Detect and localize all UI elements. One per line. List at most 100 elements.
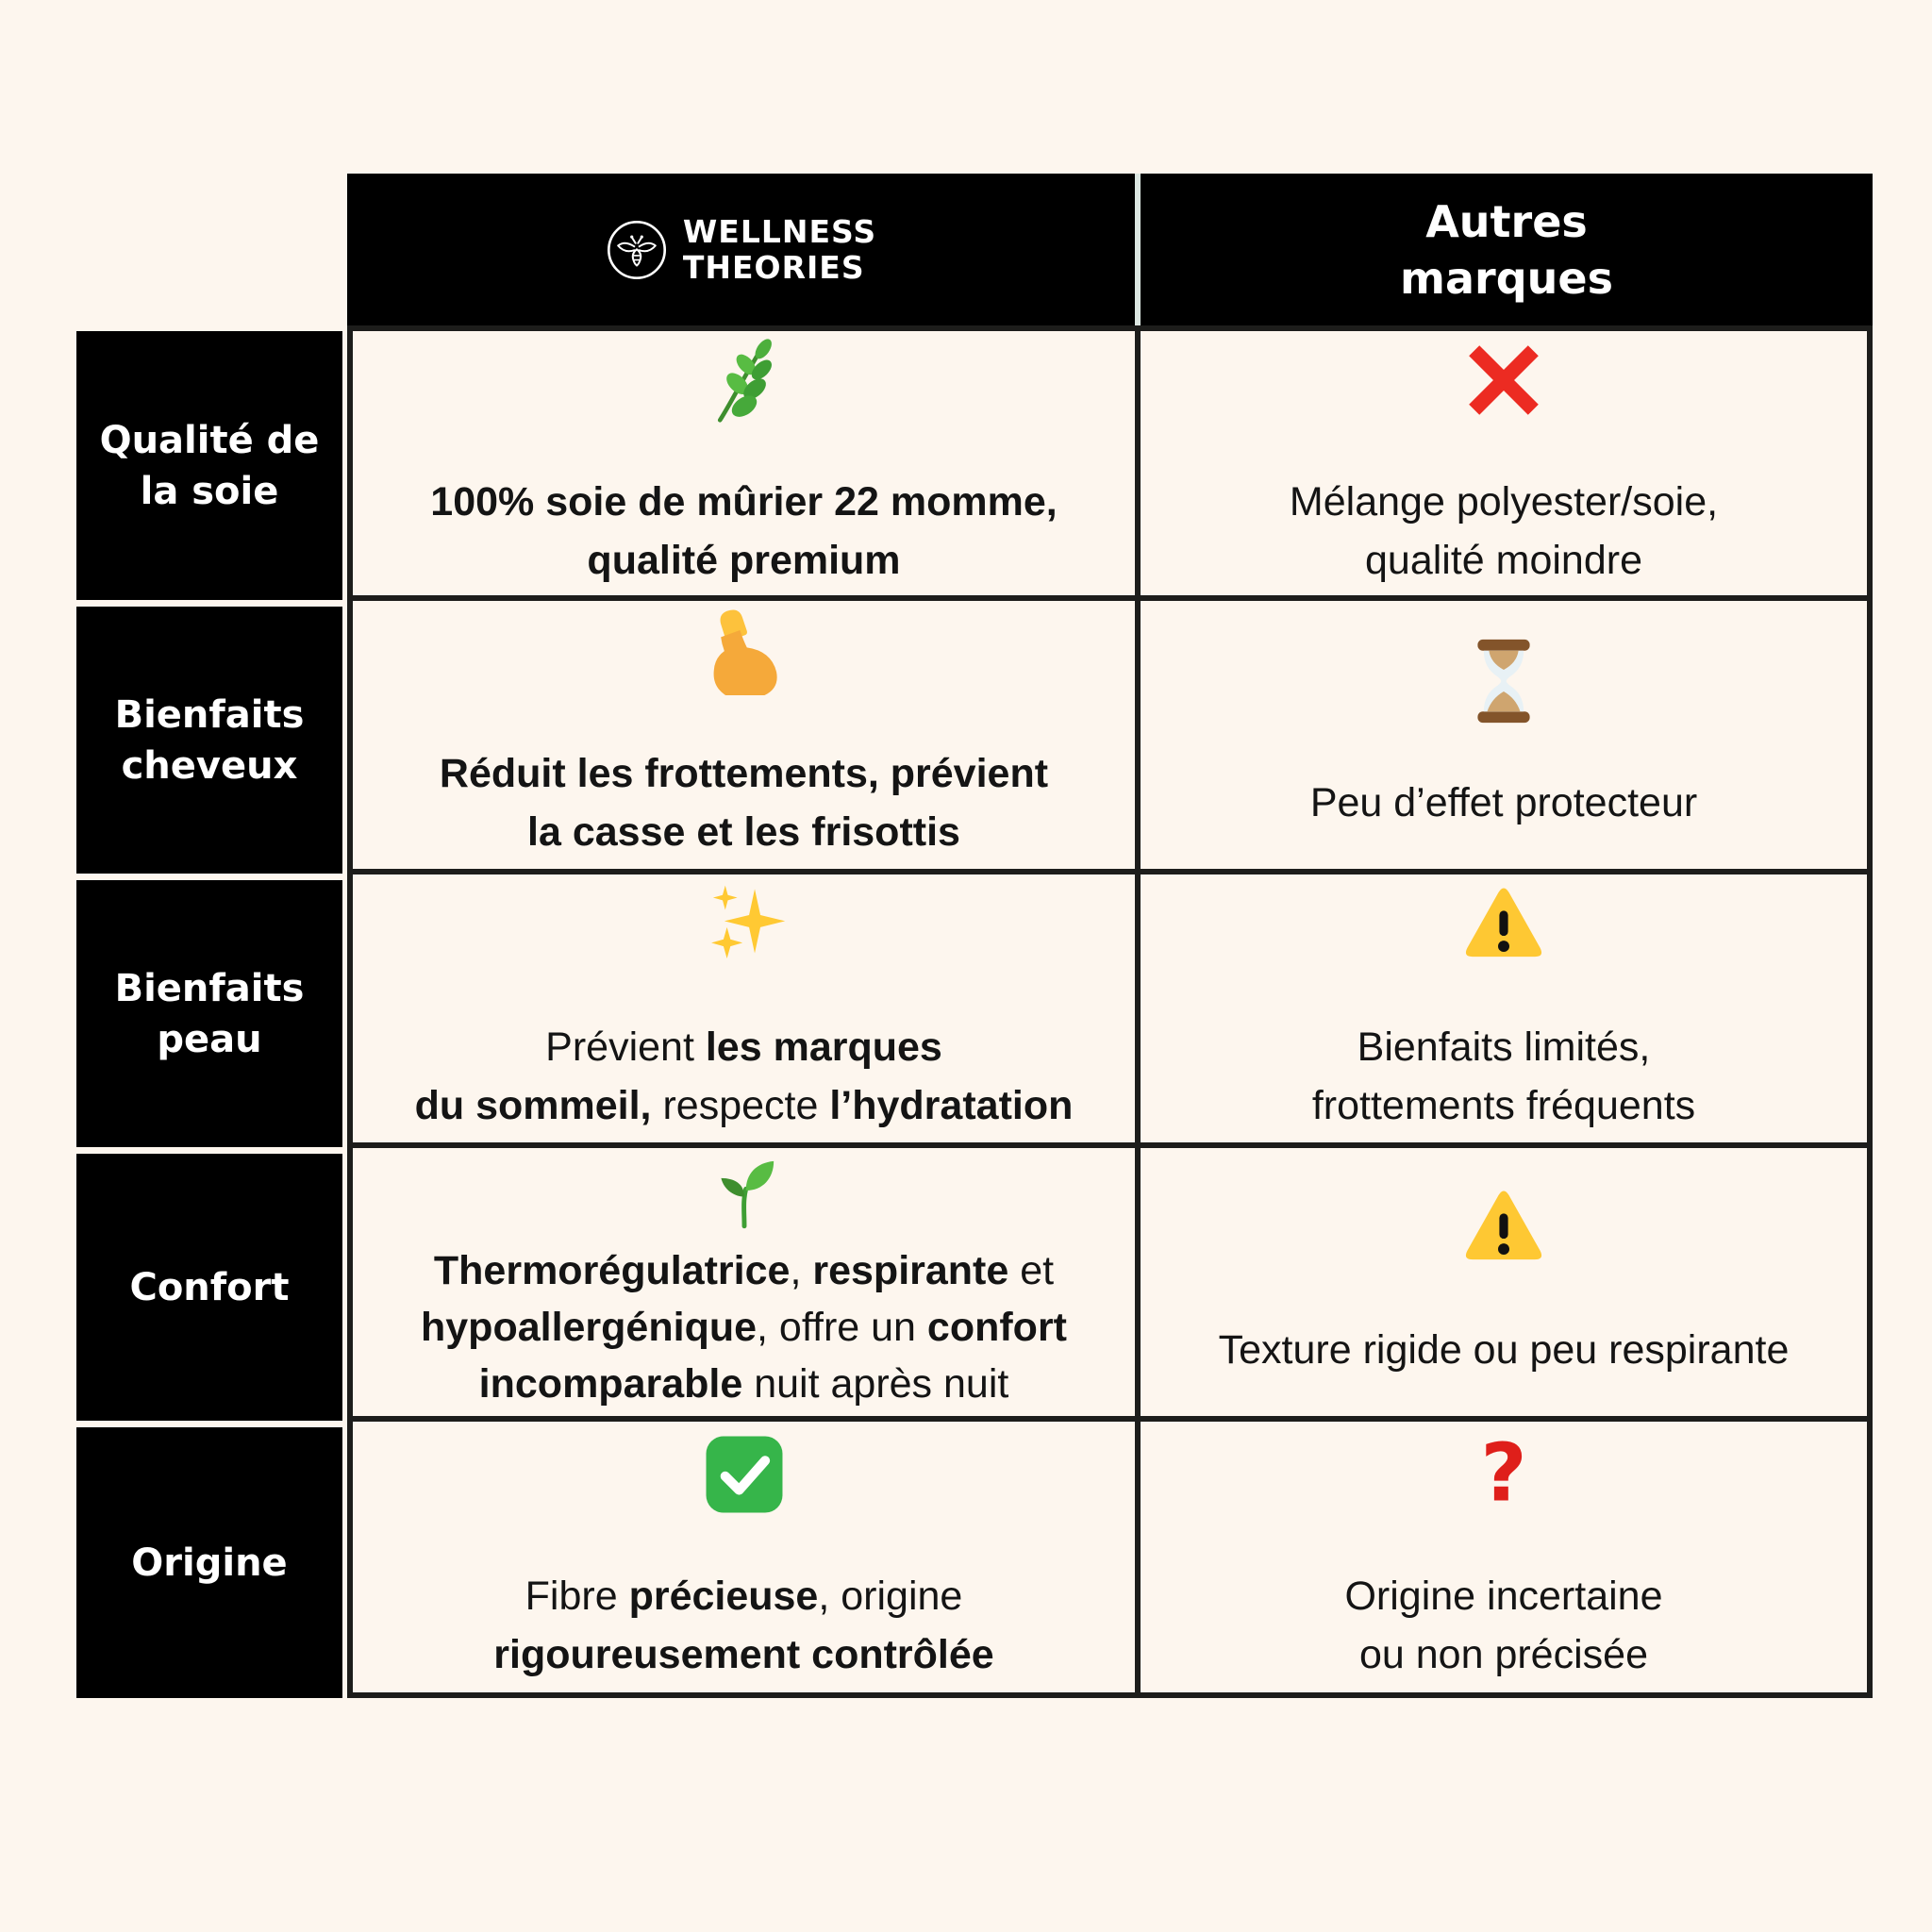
brand-name: WELLNESS THEORIES bbox=[682, 212, 877, 286]
cell-text-segment: Mélange polyester/soie, bbox=[1289, 479, 1719, 525]
cell-text-segment: Prévient bbox=[545, 1024, 706, 1070]
cell-text-segment: qualité moindre bbox=[1364, 538, 1642, 583]
competitor-header-cell: Autres marques bbox=[1141, 174, 1873, 325]
cell-text-line: Bienfaits limités, bbox=[1312, 1018, 1695, 1076]
competitor-cell-text: Texture rigide ou peu respirante bbox=[1219, 1321, 1790, 1379]
table-content-grid: WELLNESS THEORIES Autres marques 100% so… bbox=[347, 174, 1873, 1698]
brand-cell-text: 100% soie de mûrier 22 momme, qualité pre… bbox=[430, 473, 1057, 590]
row-label-line: Origine bbox=[131, 1541, 288, 1585]
sparkles-icon bbox=[701, 882, 788, 969]
cell-text-segment: qualité premium bbox=[587, 538, 901, 583]
question-mark-icon: ? bbox=[1460, 1431, 1547, 1518]
cell-text-segment: hypoallergénique bbox=[421, 1305, 758, 1350]
competitor-cell-row-3: Bienfaits limités, frottements fréquents bbox=[1141, 874, 1873, 1148]
brand-cell-row-2: Réduit les frottements, prévient la casse… bbox=[347, 601, 1141, 874]
cell-text-segment: Thermorégulatrice bbox=[433, 1248, 791, 1293]
herb-icon bbox=[701, 337, 788, 424]
competitor-cell-text: Peu d’effet protecteur bbox=[1310, 774, 1697, 832]
cell-text-segment: 100% soie de mûrier 22 momme, bbox=[430, 479, 1058, 525]
cell-text-segment: nuit après nuit bbox=[742, 1361, 1009, 1407]
cell-text-segment: respirante bbox=[812, 1248, 1009, 1293]
row-label-line: Bienfaits bbox=[114, 966, 305, 1010]
cell-text-line: Texture rigide ou peu respirante bbox=[1219, 1321, 1790, 1379]
cell-text-segment: et bbox=[1008, 1248, 1055, 1293]
cell-text-segment: Origine incertaine bbox=[1344, 1573, 1663, 1619]
cell-text-line: Peu d’effet protecteur bbox=[1310, 774, 1697, 832]
competitor-cell-row-2: Peu d’effet protecteur bbox=[1141, 601, 1873, 874]
cell-text-segment: Texture rigide ou peu respirante bbox=[1218, 1327, 1790, 1373]
cell-text-line: frottements fréquents bbox=[1312, 1076, 1695, 1135]
warning-icon bbox=[1460, 1185, 1547, 1272]
cell-text-segment: Bienfaits limités, bbox=[1357, 1024, 1651, 1070]
cell-text-segment: incomparable bbox=[478, 1361, 743, 1407]
cell-text-segment: Réduit les frottements, prévient bbox=[439, 751, 1049, 796]
label-column-spacer bbox=[76, 174, 342, 331]
competitor-cell-text: Origine incertaine ou non précisée bbox=[1344, 1567, 1662, 1684]
brand-name-line2: THEORIES bbox=[682, 248, 865, 286]
cell-text-segment: précieuse bbox=[628, 1573, 819, 1619]
cell-text-segment: l’hydratation bbox=[829, 1083, 1074, 1128]
row-label-4: Confort bbox=[76, 1154, 342, 1421]
brand-name-line1: WELLNESS bbox=[682, 212, 877, 250]
cell-text-line: rigoureusement contrôlée bbox=[493, 1625, 993, 1684]
cell-text-line: Origine incertaine bbox=[1344, 1567, 1662, 1625]
brand-cell-text: Fibre précieuse, origine rigoureusement c… bbox=[493, 1567, 993, 1684]
competitor-cell-row-4: Texture rigide ou peu respirante bbox=[1141, 1148, 1873, 1422]
cell-text-line: la casse et les frisottis bbox=[440, 803, 1048, 861]
cell-text-line: Mélange polyester/soie, bbox=[1290, 473, 1718, 531]
cell-text-segment: ou non précisée bbox=[1358, 1631, 1648, 1677]
cell-text-segment: Peu d’effet protecteur bbox=[1309, 780, 1698, 825]
cell-text-segment: les marques bbox=[705, 1024, 942, 1070]
competitor-cell-text: Mélange polyester/soie, qualité moindre bbox=[1290, 473, 1718, 590]
row-label-line: Qualité de bbox=[99, 418, 320, 462]
warning-icon bbox=[1460, 882, 1547, 969]
cell-text-line: Thermorégulatrice, respirante et bbox=[421, 1242, 1067, 1299]
cross-mark-icon bbox=[1460, 337, 1547, 424]
competitor-header-line1: Autres bbox=[1425, 195, 1588, 247]
cell-text-segment: , origine bbox=[818, 1573, 963, 1619]
cell-text-segment: , offre un bbox=[757, 1305, 927, 1350]
row-label-line: Confort bbox=[129, 1265, 290, 1309]
brand-cell-row-1: 100% soie de mûrier 22 momme, qualité pre… bbox=[347, 325, 1141, 601]
cell-text-line: Réduit les frottements, prévient bbox=[440, 744, 1048, 803]
row-label-5: Origine bbox=[76, 1427, 342, 1698]
row-label-line: peau bbox=[157, 1017, 262, 1061]
cell-text-segment: confort bbox=[926, 1305, 1067, 1350]
cell-text-line: incomparable nuit après nuit bbox=[421, 1356, 1067, 1412]
brand-cell-row-5: Fibre précieuse, origine rigoureusement c… bbox=[347, 1422, 1141, 1698]
svg-text:?: ? bbox=[1480, 1431, 1526, 1518]
cell-text-line: du sommeil, respecte l’hydratation bbox=[415, 1076, 1074, 1135]
cell-text-line: 100% soie de mûrier 22 momme, bbox=[430, 473, 1057, 531]
competitor-cell-text: Bienfaits limités, frottements fréquents bbox=[1312, 1018, 1695, 1135]
brand-cell-text: Réduit les frottements, prévient la casse… bbox=[440, 744, 1048, 861]
cell-text-segment: du sommeil, bbox=[414, 1083, 652, 1128]
competitor-cell-row-5: ? Origine incertaine ou non précisée bbox=[1141, 1422, 1873, 1698]
competitor-cell-row-1: Mélange polyester/soie, qualité moindre bbox=[1141, 325, 1873, 601]
row-label-2: Bienfaits cheveux bbox=[76, 607, 342, 874]
cell-text-line: qualité premium bbox=[430, 531, 1057, 590]
cell-text-segment: , bbox=[790, 1248, 813, 1293]
seedling-icon bbox=[706, 1152, 783, 1229]
cell-text-segment: la casse et les frisottis bbox=[527, 809, 960, 855]
cell-text-line: qualité moindre bbox=[1290, 531, 1718, 590]
cell-text-segment: frottements fréquents bbox=[1311, 1083, 1696, 1128]
bee-logo-icon bbox=[606, 219, 668, 281]
cell-text-line: ou non précisée bbox=[1344, 1625, 1662, 1684]
flexed-biceps-icon bbox=[701, 608, 788, 695]
cell-text-segment: rigoureusement contrôlée bbox=[493, 1631, 994, 1677]
row-label-line: cheveux bbox=[121, 743, 298, 788]
cell-text-line: hypoallergénique, offre un confort bbox=[421, 1299, 1067, 1356]
cell-text-line: Prévient les marques bbox=[415, 1018, 1074, 1076]
row-label-line: Bienfaits bbox=[114, 692, 305, 737]
row-label-3: Bienfaits peau bbox=[76, 880, 342, 1147]
check-mark-icon bbox=[701, 1431, 788, 1518]
cell-text-segment: respecte bbox=[651, 1083, 830, 1128]
cell-text-segment: Fibre bbox=[525, 1573, 629, 1619]
